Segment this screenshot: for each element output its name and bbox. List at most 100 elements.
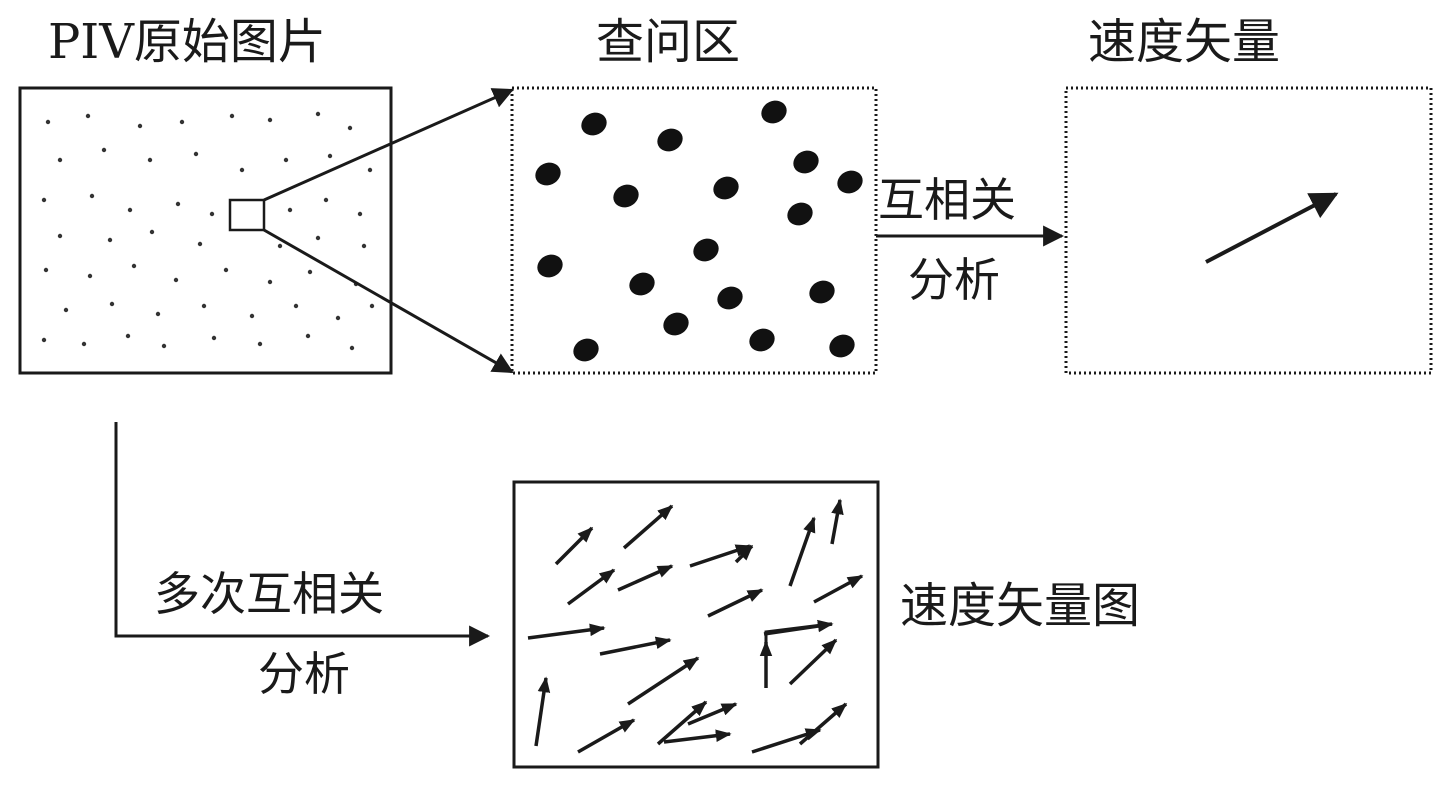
seed-dot xyxy=(315,235,321,241)
seed-dot xyxy=(85,113,91,119)
seed-dot xyxy=(211,335,217,341)
velocity-arrow xyxy=(617,564,674,592)
velocity-vector-arrow xyxy=(1205,192,1339,264)
multi-cross-correlation-label-line2: 分析 xyxy=(258,647,350,701)
particle xyxy=(535,162,561,186)
interrogation-window-title: 查问区 xyxy=(596,14,741,70)
particle xyxy=(657,128,683,152)
piv-raw-image-box xyxy=(18,86,393,375)
seed-dot xyxy=(283,157,289,163)
particle xyxy=(717,286,743,310)
particle xyxy=(837,170,863,194)
seed-dot xyxy=(347,125,353,131)
seed-dot xyxy=(267,279,273,285)
velocity-arrow xyxy=(663,729,732,744)
multi-cross-correlation-label-line1: 多次互相关 xyxy=(154,567,384,621)
velocity-arrow xyxy=(566,568,616,606)
seed-dot xyxy=(229,113,235,119)
seed-dot xyxy=(81,341,87,347)
seed-dot xyxy=(87,273,93,279)
seed-dot xyxy=(131,263,137,269)
seed-dot xyxy=(179,119,185,125)
velocity-arrow xyxy=(788,516,816,587)
seed-dot xyxy=(147,157,153,163)
particle xyxy=(787,202,813,226)
velocity-arrow xyxy=(627,656,700,706)
particle xyxy=(761,100,787,124)
seed-dot xyxy=(335,315,341,321)
velocity-vector-field xyxy=(527,498,864,754)
particle xyxy=(573,338,599,362)
piv-raw-image-title: PIV原始图片 xyxy=(48,14,326,70)
velocity-arrow xyxy=(577,718,636,754)
seed-dot xyxy=(293,303,299,309)
seed-dot xyxy=(327,153,333,159)
velocity-vector-title: 速度矢量 xyxy=(1088,14,1281,70)
particle xyxy=(829,334,855,358)
seed-dot xyxy=(277,243,283,249)
particle xyxy=(537,254,563,278)
seed-dot xyxy=(315,111,321,117)
seed-dot xyxy=(307,269,313,275)
seed-dot xyxy=(223,267,229,273)
seed-dot xyxy=(45,119,51,125)
velocity-arrow xyxy=(527,623,606,640)
seed-dot xyxy=(137,123,143,129)
seed-dot xyxy=(175,201,181,207)
velocity-arrow xyxy=(788,638,838,686)
seed-dot xyxy=(101,147,107,153)
velocity-arrow xyxy=(707,588,764,618)
velocity-vector-map-title: 速度矢量图 xyxy=(900,578,1141,634)
seed-dot xyxy=(173,277,179,283)
velocity-arrow xyxy=(554,526,594,566)
seed-dot xyxy=(367,167,373,173)
zoom-line-bottom xyxy=(263,228,514,374)
seed-dot xyxy=(349,345,355,351)
seed-dot xyxy=(63,307,69,313)
seed-dot xyxy=(161,343,167,349)
zoom-line-top xyxy=(263,88,514,202)
seed-dot xyxy=(89,193,95,199)
seed-dot xyxy=(257,341,263,347)
seed-dot xyxy=(305,333,311,339)
particle xyxy=(629,272,655,296)
seed-dot xyxy=(41,337,47,343)
particle xyxy=(749,328,775,352)
velocity-arrow xyxy=(813,574,864,604)
velocity-arrow xyxy=(599,636,672,656)
velocity-vector-box xyxy=(1064,86,1433,375)
velocity-arrow xyxy=(687,702,738,726)
seed-dot xyxy=(109,301,115,307)
particle xyxy=(581,112,607,136)
particle xyxy=(663,312,689,336)
velocity-arrow xyxy=(622,504,674,550)
seed-dot xyxy=(201,303,207,309)
seed-dot xyxy=(57,233,63,239)
velocity-arrow xyxy=(734,544,754,564)
seed-dot xyxy=(197,241,203,247)
velocity-arrow xyxy=(534,676,551,747)
velocity-arrow xyxy=(764,622,831,688)
seed-dot xyxy=(267,117,273,123)
seed-dot xyxy=(107,237,113,243)
particle xyxy=(613,184,639,208)
seed-dot xyxy=(43,267,49,273)
seed-dot xyxy=(41,197,47,203)
seed-dot xyxy=(249,313,255,319)
seed-dot xyxy=(149,229,155,235)
interrogation-window-box xyxy=(510,86,878,375)
particle xyxy=(793,150,819,174)
particle-images xyxy=(535,100,863,362)
velocity-arrow xyxy=(751,728,822,754)
seed-dot xyxy=(57,157,63,163)
seed-dot xyxy=(361,243,367,249)
seed-dot xyxy=(155,311,161,317)
particle xyxy=(693,238,719,262)
seed-dot xyxy=(127,207,133,213)
seed-dot xyxy=(209,211,215,217)
velocity-arrow xyxy=(656,700,708,746)
velocity-arrow xyxy=(798,702,848,746)
seed-dot xyxy=(125,333,131,339)
velocity-arrow xyxy=(830,498,844,545)
